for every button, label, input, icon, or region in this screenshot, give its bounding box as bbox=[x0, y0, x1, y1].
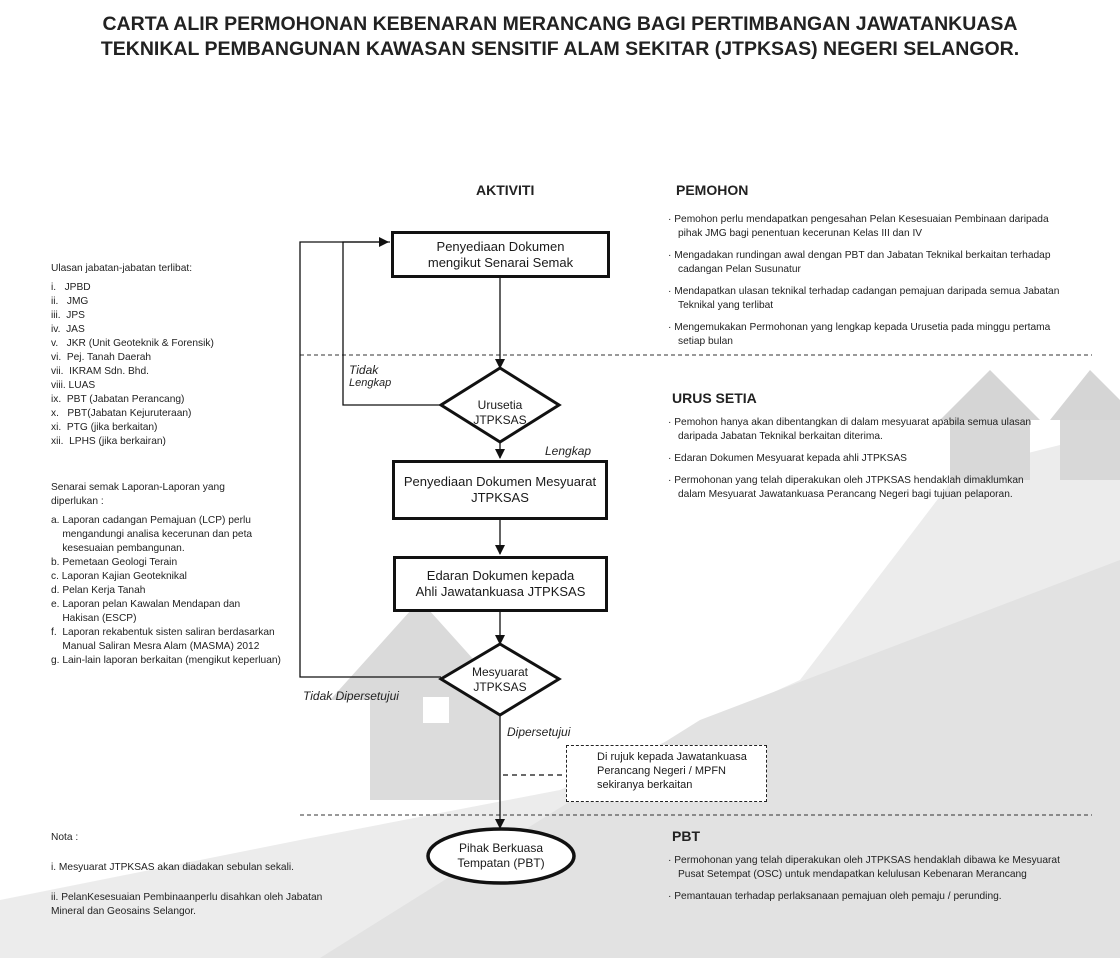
pemohon-note-item: Mengadakan rundingan awal dengan PBT dan… bbox=[668, 249, 1093, 277]
note-item: i. Mesyuarat JTPKSAS akan diadakan sebul… bbox=[51, 862, 294, 873]
report-item: Hakisan (ESCP) bbox=[51, 613, 137, 624]
report-item: d. Pelan Kerja Tanah bbox=[51, 585, 146, 596]
note-item: ii. PelanKesesuaian Pembinaanperlu disah… bbox=[51, 892, 323, 917]
department-item: ix. PBT (Jabatan Perancang) bbox=[51, 394, 185, 405]
urus-setia-note-item: Permohonan yang telah diperakukan oleh J… bbox=[668, 474, 1093, 502]
header-pbt: PBT bbox=[672, 828, 700, 844]
label-lengkap: Lengkap bbox=[545, 444, 592, 458]
department-item: xi. PTG (jika berkaitan) bbox=[51, 422, 158, 433]
pbt-note-item: Permohonan yang telah diperakukan oleh J… bbox=[668, 854, 1093, 882]
reports-list: a. Laporan cadangan Pemajuan (LCP) perlu… bbox=[51, 514, 296, 668]
pbt-notes: Permohonan yang telah diperakukan oleh J… bbox=[668, 854, 1093, 912]
report-item: c. Laporan Kajian Geoteknikal bbox=[51, 571, 187, 582]
header-urus-setia: URUS SETIA bbox=[672, 390, 757, 406]
department-item: v. JKR (Unit Geoteknik & Forensik) bbox=[51, 338, 214, 349]
reports-heading: Senarai semak Laporan-Laporan yang diper… bbox=[51, 482, 225, 507]
report-item: Manual Saliran Mesra Alam (MASMA) 2012 bbox=[51, 641, 260, 652]
label-tidak: Tidak bbox=[349, 363, 379, 377]
report-item: a. Laporan cadangan Pemajuan (LCP) perlu bbox=[51, 515, 251, 526]
house-roof-icon bbox=[940, 370, 1040, 420]
report-item: g. Lain-lain laporan berkaitan (mengikut… bbox=[51, 655, 281, 666]
department-item: i. JPBD bbox=[51, 282, 91, 293]
end-terminator-shape bbox=[426, 827, 576, 885]
page-title: CARTA ALIR PERMOHONAN KEBENARAN MERANCAN… bbox=[100, 13, 1020, 60]
department-item: viii. LUAS bbox=[51, 380, 96, 391]
header-aktiviti: AKTIVITI bbox=[476, 182, 535, 198]
report-item: e. Laporan pelan Kawalan Mendapan dan bbox=[51, 599, 241, 610]
pemohon-note-item: Pemohon perlu mendapatkan pengesahan Pel… bbox=[668, 213, 1093, 241]
decision-urusetia-shape bbox=[438, 366, 562, 444]
pemohon-note-item: Mendapatkan ulasan teknikal terhadap cad… bbox=[668, 285, 1093, 313]
urus-setia-notes: Pemohon hanya akan dibentangkan di dalam… bbox=[668, 416, 1093, 510]
department-item: vi. Pej. Tanah Daerah bbox=[51, 352, 152, 363]
report-item: b. Pemetaan Geologi Terain bbox=[51, 557, 178, 568]
report-item: mengandungi analisa kecerunan dan peta bbox=[51, 529, 253, 540]
department-item: vii. IKRAM Sdn. Bhd. bbox=[51, 366, 149, 377]
notes-section: Nota : i. Mesyuarat JTPKSAS akan diadaka… bbox=[51, 831, 331, 919]
report-item: kesesuaian pembangunan. bbox=[51, 543, 185, 554]
departments-heading: Ulasan jabatan-jabatan terlibat: bbox=[51, 263, 193, 274]
department-item: ii. JMG bbox=[51, 296, 89, 307]
reports-section: Senarai semak Laporan-Laporan yang diper… bbox=[51, 481, 296, 668]
label-dipersetujui: Dipersetujui bbox=[507, 725, 571, 739]
label-lengkap-left: Lengkap bbox=[349, 377, 392, 389]
pemohon-note-item: Mengemukakan Permohonan yang lengkap kep… bbox=[668, 321, 1093, 349]
pemohon-notes: Pemohon perlu mendapatkan pengesahan Pel… bbox=[668, 213, 1093, 357]
department-item: iii. JPS bbox=[51, 310, 85, 321]
department-item: iv. JAS bbox=[51, 324, 85, 335]
department-item: x. PBT(Jabatan Kejuruteraan) bbox=[51, 408, 192, 419]
pbt-note-item: Pemantauan terhadap perlaksanaan pemajua… bbox=[668, 890, 1093, 904]
department-item: xii. LPHS (jika berkairan) bbox=[51, 436, 166, 447]
departments-section: Ulasan jabatan-jabatan terlibat: i. JPBD… bbox=[51, 262, 291, 449]
side-referral-box: Di rujuk kepada Jawatankuasa Perancang N… bbox=[566, 745, 767, 802]
label-tidak-dipersetujui: Tidak Dipersetujui bbox=[303, 689, 399, 703]
report-item: f. Laporan rekabentuk sisten saliran ber… bbox=[51, 627, 275, 638]
urus-setia-note-item: Edaran Dokumen Mesyuarat kepada ahli JTP… bbox=[668, 452, 1093, 466]
decision-mesyuarat-shape bbox=[438, 642, 562, 717]
header-pemohon: PEMOHON bbox=[676, 182, 749, 198]
arrow-tidak-dipersetujui bbox=[299, 241, 441, 678]
notes-heading: Nota : bbox=[51, 832, 79, 843]
urus-setia-note-item: Pemohon hanya akan dibentangkan di dalam… bbox=[668, 416, 1093, 444]
departments-list: i. JPBD ii. JMG iii. JPS iv. JAS v. JKR (Uni… bbox=[51, 281, 291, 449]
